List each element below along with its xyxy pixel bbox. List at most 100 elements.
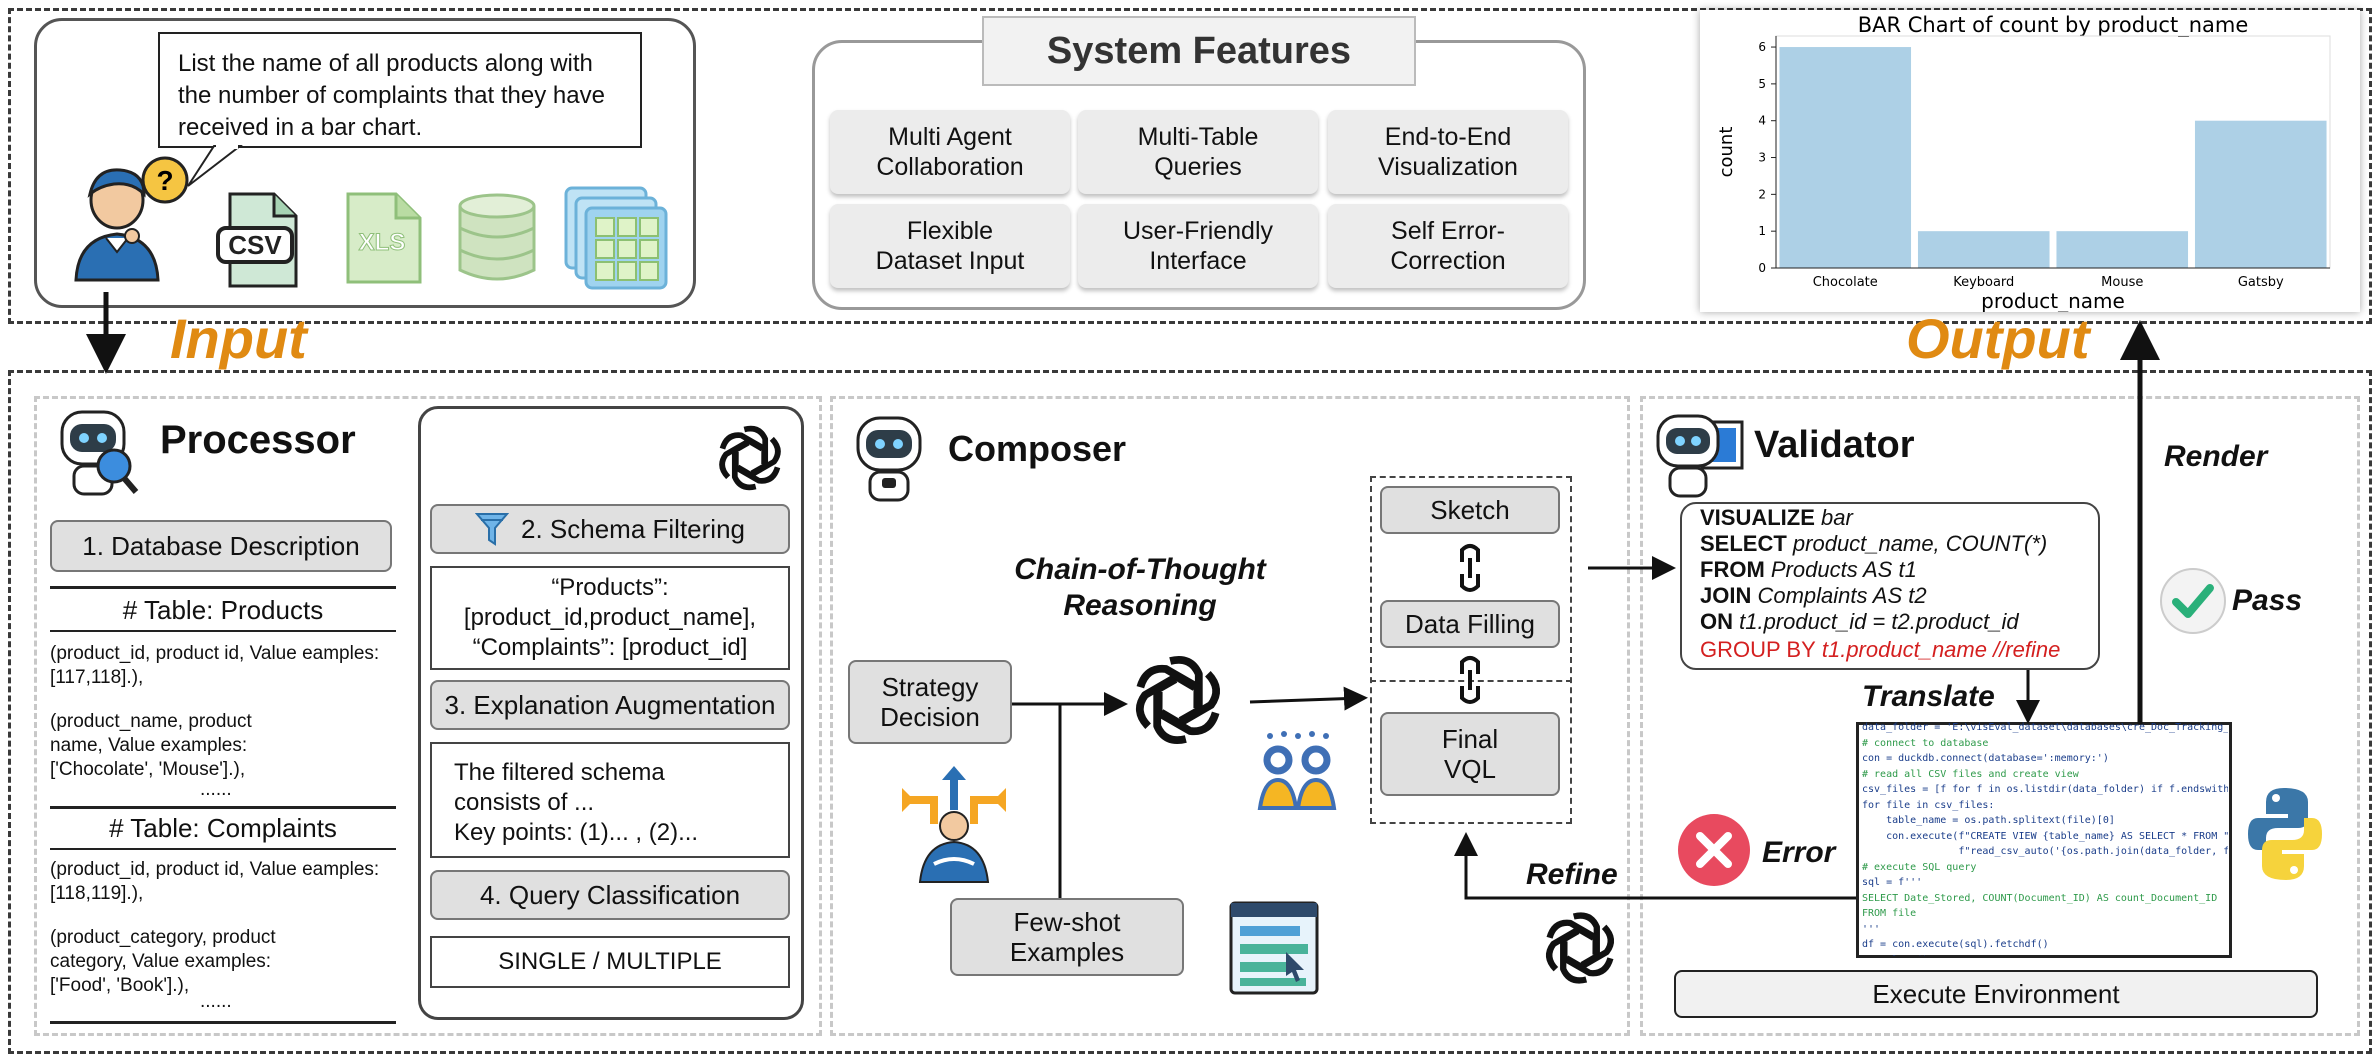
validator-robot-icon <box>1656 414 1744 498</box>
csv-file-icon: CSV <box>216 192 298 288</box>
code-line: ''' <box>1862 923 1881 935</box>
user-question-icon: ? <box>74 156 189 282</box>
schema-filter-result: “Products”: [product_id,product_name], “… <box>430 566 790 670</box>
y-tick-label: 5 <box>1758 77 1766 91</box>
y-axis-title: count <box>1716 127 1737 178</box>
filter-icon <box>475 513 509 546</box>
products-ellipsis: ...... <box>200 779 232 800</box>
code-line: # read all CSV files and create view <box>1862 768 2079 780</box>
openai-logo-icon <box>719 425 781 491</box>
python-code-box <box>1856 722 2232 958</box>
chart-title: BAR Chart of count by product_name <box>1858 13 2249 38</box>
x-axis-title: product_name <box>1981 289 2125 312</box>
table-description-box <box>50 586 396 1024</box>
translate-label: Translate <box>1862 680 1995 713</box>
sketch-box: Sketch <box>1380 486 1560 534</box>
complaints-ellipsis: ...... <box>200 991 232 1012</box>
processor-region <box>34 396 822 1036</box>
output-section-label: Output <box>1906 307 2090 370</box>
explanation-result: The filtered schema consists of ... Key … <box>430 742 790 858</box>
complaints-row-1: (product_id, product id, Value eamples: … <box>50 859 380 904</box>
svg-text:?: ? <box>156 165 173 196</box>
products-row-2: (product_name, product name, Value examp… <box>50 711 252 780</box>
data-filling-box: Data Filling <box>1380 600 1560 648</box>
database-icon <box>458 193 536 281</box>
vql-pipeline-frame <box>1370 476 1572 824</box>
vql-line-1: VISUALIZE bar <box>1700 505 1853 530</box>
table-complaints-header: # Table: Complaints <box>50 806 396 850</box>
team-agents-icon <box>1257 731 1337 810</box>
example-document-icon <box>1229 901 1319 995</box>
error-icon <box>1678 814 1750 886</box>
classification-result: SINGLE / MULTIPLE <box>430 936 790 988</box>
composer-robot-icon <box>856 416 922 502</box>
composer-title: Composer <box>948 428 1127 469</box>
input-output-region <box>8 8 2372 324</box>
y-tick-label: 1 <box>1758 224 1766 238</box>
decision-person-icon <box>902 766 1006 883</box>
validator-title: Validator <box>1754 424 1915 466</box>
pass-check-icon <box>2160 568 2226 634</box>
question-bubble: List the name of all products along with… <box>158 32 642 148</box>
final-vql-box: Final VQL <box>1380 712 1560 796</box>
bar-keyboard <box>1917 231 2050 268</box>
error-label: Error <box>1762 836 1836 869</box>
python-code: data_folder = 'E:\visEval_dataset\databa… <box>1862 720 2228 956</box>
svg-text:CSV: CSV <box>228 230 282 260</box>
complaints-row-2: (product_category, product category, Val… <box>50 927 276 996</box>
composer-openai-icon <box>1136 655 1220 745</box>
code-line: # connect to database <box>1862 737 1989 749</box>
refine-label: Refine <box>1526 858 1618 891</box>
bar-mouse <box>2056 231 2189 268</box>
code-line: con.execute(f"CREATE VIEW {table_name} A… <box>1862 830 2228 842</box>
python-logo-icon <box>2248 788 2322 880</box>
vql-line-2: SELECT product_name, COUNT(*) <box>1700 531 2048 556</box>
code-line: csv_files = [f for f in os.listdir(data_… <box>1862 784 2228 795</box>
feature-flexible-input: Flexible Dataset Input <box>830 204 1070 288</box>
vql-line-6-refine: GROUP BY t1.product_name //refine <box>1700 637 2061 662</box>
y-tick-label: 3 <box>1758 151 1766 165</box>
render-label: Render <box>2164 440 2268 473</box>
vql-line-3: FROM Products AS t1 <box>1700 557 1917 582</box>
link-icon-1 <box>1460 544 1480 592</box>
code-line: for file in csv_files: <box>1862 799 1995 811</box>
code-line: table_name = os.path.splitext(file)[0] <box>1862 815 2115 826</box>
table-stack-icon <box>564 186 668 290</box>
x-tick-label: Gatsby <box>2238 275 2284 290</box>
strategy-decision-box: Strategy Decision <box>848 660 1012 744</box>
validator-region <box>1640 396 2360 1036</box>
features-title: System Features <box>982 16 1416 86</box>
cot-to-vql-arrow <box>1249 686 1368 711</box>
question-text: List the name of all products along with… <box>178 50 605 141</box>
input-section-label: Input <box>170 307 307 370</box>
composer-region <box>830 396 1630 1036</box>
x-tick-label: Keyboard <box>1953 275 2014 290</box>
bar-chocolate <box>1779 47 1912 268</box>
code-line: con.close() <box>1862 953 2228 957</box>
code-line: sql = f''' <box>1862 877 1923 888</box>
code-line: f"read_csv_auto('{os.path.join(data_fold… <box>1958 846 2228 857</box>
xls-file-icon: XLS <box>346 192 422 284</box>
bubble-tail <box>187 145 243 187</box>
code-line: df = con.execute(sql).fetchdf() <box>1862 939 2049 950</box>
code-line: SELECT Date_Stored, COUNT(Document_ID) A… <box>1862 892 2218 904</box>
few-shot-examples-box: Few-shot Examples <box>950 898 1184 976</box>
vql-query-box <box>1680 502 2100 670</box>
y-tick-label: 6 <box>1758 40 1766 54</box>
feature-user-friendly: User-Friendly Interface <box>1078 204 1318 288</box>
y-tick-label: 2 <box>1758 187 1766 201</box>
x-tick-label: Chocolate <box>1813 275 1878 290</box>
vql-line-5: ON t1.product_id = t2.product_id <box>1700 609 2019 634</box>
svg-text:XLS: XLS <box>359 229 406 256</box>
refine-arrow <box>1454 832 1856 900</box>
step-schema-filtering: 2. Schema Filtering <box>430 504 790 554</box>
code-line: # execute SQL query <box>1862 861 1977 873</box>
code-line: con = duckdb.connect(database=':memory:'… <box>1862 753 2109 764</box>
step-database-description: 1. Database Description <box>50 520 392 572</box>
agents-region <box>8 370 2372 1054</box>
bar-chart: BAR Chart of count by product_nameChocol… <box>1716 13 2331 312</box>
y-tick-label: 0 <box>1758 261 1766 275</box>
bar-gatsby <box>2194 120 2327 268</box>
processor-title: Processor <box>160 418 356 462</box>
